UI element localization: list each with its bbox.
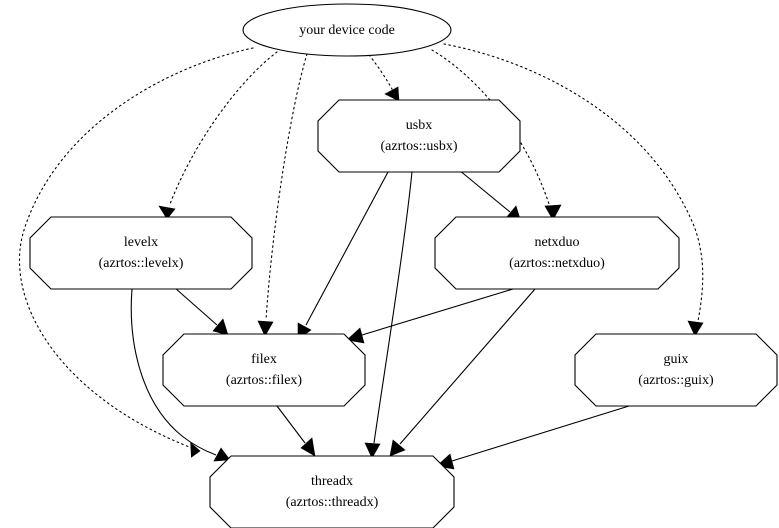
arrow-head — [364, 442, 381, 459]
edge-path — [276, 405, 306, 444]
arrow-head — [213, 447, 231, 462]
node-levelx-label-namespace: (azrtos::levelx) — [99, 256, 184, 271]
arrow-head — [212, 318, 229, 336]
node-device-code-label: your device code — [299, 23, 395, 38]
node-shape-ellipse[interactable] — [242, 3, 452, 57]
edge-usbx-to-netxduo — [458, 169, 522, 223]
edge-usbx-to-threadx — [364, 171, 413, 459]
arrow-head — [384, 86, 400, 102]
edge-path — [361, 288, 514, 336]
node-guix[interactable]: guix (azrtos::guix) — [574, 333, 778, 407]
node-filex[interactable]: filex (azrtos::filex) — [162, 333, 366, 407]
edge-device-to-guix — [443, 43, 704, 337]
node-device-code[interactable]: your device code — [242, 3, 452, 57]
arrow-head — [389, 439, 406, 457]
edge-filex-to-threadx — [276, 405, 316, 457]
node-shape-octagon[interactable] — [162, 333, 366, 407]
edge-netxduo-to-threadx — [389, 288, 536, 457]
node-levelx-label-name: levelx — [124, 235, 158, 250]
edge-path — [19, 47, 254, 452]
node-threadx[interactable]: threadx (azrtos::threadx) — [209, 455, 455, 528]
node-netxduo[interactable]: netxduo (azrtos::netxduo) — [434, 216, 680, 290]
edge-device-to-filex — [257, 53, 308, 337]
node-threadx-label-namespace: (azrtos::threadx) — [286, 495, 379, 510]
node-netxduo-label-namespace: (azrtos::netxduo) — [509, 256, 605, 271]
node-shape-octagon[interactable] — [209, 455, 455, 528]
node-threadx-label-name: threadx — [311, 474, 353, 489]
edge-path — [305, 171, 389, 326]
node-levelx[interactable]: levelx (azrtos::levelx) — [29, 216, 253, 290]
edge-device-to-levelx — [158, 51, 278, 220]
node-filex-label-namespace: (azrtos::filex) — [226, 373, 303, 388]
arrow-head — [687, 320, 704, 337]
edge-path — [265, 53, 308, 321]
edge-path — [458, 169, 511, 213]
node-guix-label-name: guix — [664, 352, 689, 367]
arrow-head — [158, 205, 176, 220]
node-shape-octagon[interactable] — [317, 99, 521, 173]
node-usbx-label-name: usbx — [406, 118, 432, 133]
edge-path — [399, 288, 536, 445]
node-layer: your device code usbx (azrtos::usbx) lev… — [29, 3, 778, 528]
arrow-head — [190, 441, 201, 458]
node-shape-octagon[interactable] — [574, 333, 778, 407]
edge-path — [174, 287, 218, 326]
edge-path — [130, 288, 217, 456]
edge-netxduo-to-filex — [346, 288, 514, 344]
node-filex-label-name: filex — [251, 352, 277, 367]
edge-levelx-to-threadx — [130, 288, 231, 462]
edge-guix-to-threadx — [436, 405, 630, 470]
edge-path — [368, 54, 393, 90]
node-guix-label-namespace: (azrtos::guix) — [638, 373, 714, 388]
arrow-head — [346, 327, 365, 344]
arrow-head — [257, 320, 274, 337]
node-usbx[interactable]: usbx (azrtos::usbx) — [317, 99, 521, 173]
edge-path — [373, 171, 413, 444]
node-netxduo-label-name: netxduo — [534, 235, 579, 250]
edge-levelx-to-filex — [174, 287, 229, 336]
edge-path — [443, 43, 704, 322]
edge-path — [169, 51, 278, 205]
edge-device-to-threadx — [19, 47, 254, 458]
edge-usbx-to-filex — [297, 171, 389, 340]
edge-device-to-usbx — [368, 54, 400, 102]
arrow-head — [300, 437, 316, 457]
node-shape-octagon[interactable] — [434, 216, 680, 290]
node-shape-octagon[interactable] — [29, 216, 253, 290]
arrow-head — [544, 204, 562, 221]
edge-path — [451, 405, 630, 462]
node-usbx-label-namespace: (azrtos::usbx) — [381, 139, 458, 154]
